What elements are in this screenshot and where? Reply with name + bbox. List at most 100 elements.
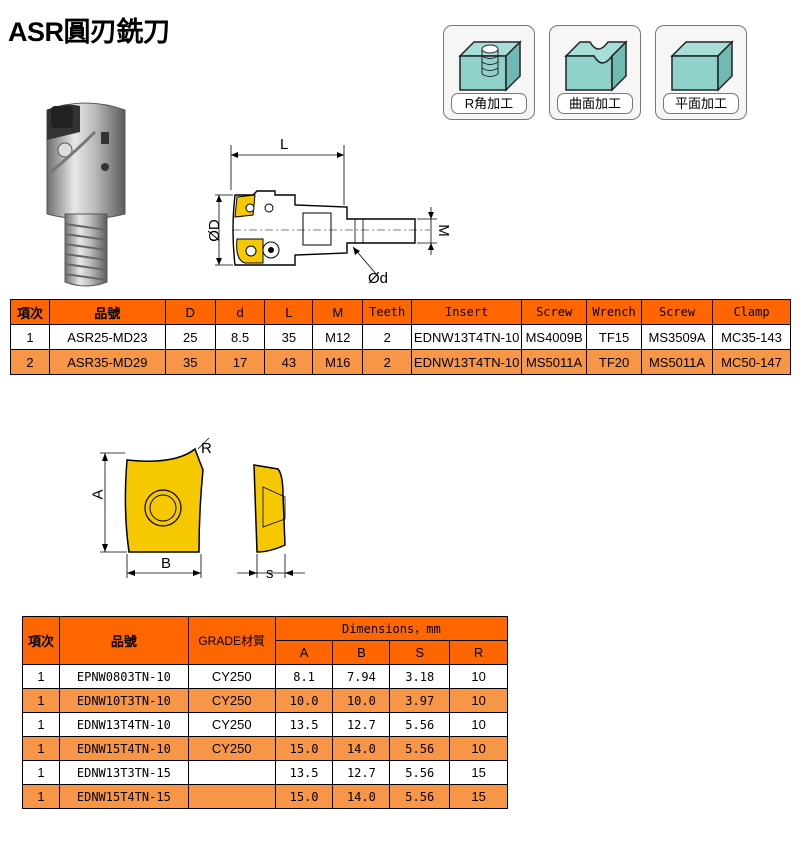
cell: TF15 — [586, 324, 643, 350]
col-header: L — [264, 299, 314, 325]
col-header: Clamp — [712, 299, 791, 325]
col-header: B — [332, 640, 391, 665]
cell: 15 — [449, 784, 508, 809]
insert-label-R: R — [201, 440, 212, 457]
cell — [187, 760, 276, 785]
col-header: Screw — [521, 299, 588, 325]
category-label: 曲面加工 — [557, 93, 633, 114]
cell: 10.0 — [274, 688, 334, 713]
cell: 10.0 — [332, 688, 391, 713]
cell: 35 — [264, 324, 314, 350]
cell: 10 — [449, 664, 508, 689]
cell: 13.5 — [274, 760, 334, 785]
cell: MS3509A — [641, 324, 713, 350]
cell: ASR35-MD29 — [48, 349, 166, 375]
col-header: R — [449, 640, 508, 665]
cell: 10 — [449, 688, 508, 713]
cell: 8.1 — [274, 664, 334, 689]
cell: 1 — [22, 664, 60, 689]
col-header: GRADE材質 — [187, 616, 276, 665]
cell: CY250 — [187, 736, 276, 761]
col-header: A — [274, 640, 334, 665]
cutter-dimension-diagram — [215, 145, 437, 276]
cell: 5.56 — [389, 736, 451, 761]
table-row: 1 EDNW13T4TN-10 CY250 13.5 12.7 5.56 10 — [22, 712, 508, 737]
cell: CY250 — [187, 664, 276, 689]
flat-surface-machining-icon — [670, 40, 734, 92]
cell: ASR25-MD23 — [48, 324, 166, 350]
dim-label-d: Ød — [368, 270, 389, 287]
cell: EDNW15T4TN-10 — [58, 736, 189, 761]
cell: 15.0 — [274, 736, 334, 761]
cell: 2 — [10, 349, 50, 375]
cell: CY250 — [187, 688, 276, 713]
cell: MC50-147 — [712, 349, 791, 375]
cell: 1 — [22, 760, 60, 785]
cell: EDNW10T3TN-10 — [58, 688, 189, 713]
cell: M12 — [312, 324, 364, 350]
col-header: 項次 — [10, 299, 50, 325]
table-row: 1 ASR25-MD23 25 8.5 35 M12 2 EDNW13T4TN-… — [10, 324, 791, 350]
cell: 1 — [22, 784, 60, 809]
col-header: S — [389, 640, 451, 665]
dim-label-M: M — [434, 224, 452, 237]
cell: 10 — [449, 712, 508, 737]
table-row: 2 ASR35-MD29 35 17 43 M16 2 EDNW13T4TN-1… — [10, 349, 791, 375]
category-r-corner: R角加工 — [443, 25, 535, 120]
cell: EPNW0803TN-10 — [58, 664, 189, 689]
cell: 1 — [22, 712, 60, 737]
r-corner-machining-icon — [458, 40, 522, 92]
cell — [187, 784, 276, 809]
cell: 35 — [164, 349, 216, 375]
cell: 3.97 — [389, 688, 451, 713]
col-header: Insert — [411, 299, 523, 325]
cell: 25 — [164, 324, 216, 350]
cell: 15 — [449, 760, 508, 785]
col-header: D — [164, 299, 216, 325]
table-header-row: 項次 品號 GRADE材質 Dimensions，mm — [22, 616, 509, 665]
table-row: 1 EDNW15T4TN-10 CY250 15.0 14.0 5.56 10 — [22, 736, 508, 761]
category-label: R角加工 — [451, 93, 527, 114]
cell: 13.5 — [274, 712, 334, 737]
cell: MS5011A — [641, 349, 713, 375]
cell: CY250 — [187, 712, 276, 737]
cell: 14.0 — [332, 784, 391, 809]
cell: 17 — [214, 349, 266, 375]
table-header-row: 項次 品號 D d L M Teeth Insert Screw Wrench … — [10, 299, 791, 325]
insert-label-A: A — [89, 489, 107, 500]
col-header: Wrench — [586, 299, 643, 325]
insert-dimension-diagram — [100, 437, 305, 578]
col-header: d — [214, 299, 266, 325]
cell: 1 — [22, 688, 60, 713]
category-label: 平面加工 — [663, 93, 739, 114]
cell: MS5011A — [521, 349, 588, 375]
cell: 10 — [449, 736, 508, 761]
col-header: Dimensions，mm — [274, 616, 509, 641]
cell: EDNW15T4TN-15 — [58, 784, 189, 809]
cell: 1 — [10, 324, 50, 350]
cell: EDNW13T4TN-10 — [411, 349, 523, 375]
category-flat: 平面加工 — [655, 25, 747, 120]
insert-spec-table: 項次 品號 GRADE材質 Dimensions，mm A B S R 1 EP… — [22, 616, 509, 809]
cell: MS4009B — [521, 324, 588, 350]
table-row: 1 EDNW13T3TN-15 13.5 12.7 5.56 15 — [22, 760, 508, 785]
cell: 2 — [362, 349, 413, 375]
cell: 12.7 — [332, 712, 391, 737]
cell: M16 — [312, 349, 364, 375]
dim-label-L: L — [280, 136, 289, 153]
cell: 12.7 — [332, 760, 391, 785]
cell: TF20 — [586, 349, 643, 375]
cell: EDNW13T4TN-10 — [58, 712, 189, 737]
table-row: 1 EPNW0803TN-10 CY250 8.1 7.94 3.18 10 — [22, 664, 508, 689]
col-header: 品號 — [58, 616, 189, 665]
cell: 2 — [362, 324, 413, 350]
insert-label-B: B — [161, 555, 172, 572]
cell: EDNW13T3TN-15 — [58, 760, 189, 785]
cell: 5.56 — [389, 760, 451, 785]
cutter-photo — [46, 102, 126, 287]
col-header: M — [312, 299, 364, 325]
cell: 8.5 — [214, 324, 266, 350]
dim-label-D: ØD — [205, 219, 223, 242]
insert-label-s: s — [266, 565, 274, 582]
cell: 15.0 — [274, 784, 334, 809]
